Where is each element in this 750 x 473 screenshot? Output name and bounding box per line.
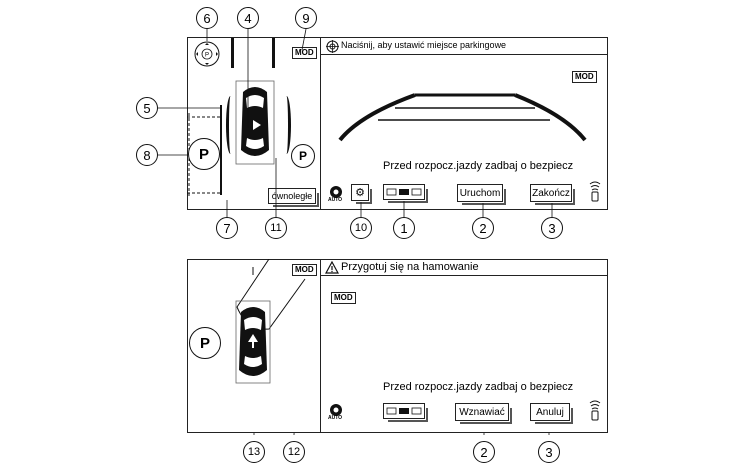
mod-indicator-right-bottom: MOD: [331, 292, 356, 304]
callout-5: 5: [136, 97, 158, 119]
gear-icon: ⚙: [355, 187, 365, 199]
mod-indicator-left-bottom: MOD: [292, 264, 317, 276]
side-sensor-arc-left: [226, 96, 235, 154]
target-icon[interactable]: [326, 40, 339, 53]
parking-spot-left[interactable]: P: [188, 138, 220, 170]
mod-indicator-left: MOD: [292, 47, 317, 59]
auto-label-bottom: AUTO: [328, 415, 343, 421]
bottom-header-bar: [320, 259, 608, 276]
parking-line-right: [272, 38, 275, 68]
instruction-text[interactable]: Naciśnij, aby ustawić miejsce parkingowe: [341, 40, 507, 50]
callout-12: 12: [283, 441, 305, 463]
sonar-icon[interactable]: [588, 180, 602, 202]
callout-11: 11: [265, 217, 287, 239]
callout-3: 3: [541, 217, 563, 239]
mod-indicator-right: MOD: [572, 71, 597, 83]
top-header-bar: [320, 37, 608, 55]
callout-7: 7: [216, 217, 238, 239]
callout-8: 8: [136, 144, 158, 166]
callout-4: 4: [237, 7, 259, 29]
cancel-button[interactable]: Anuluj: [530, 403, 573, 424]
callout-2: 2: [472, 217, 494, 239]
callout-6: 6: [196, 7, 218, 29]
car-position-icon: [386, 407, 422, 415]
rear-camera-guide-lines: [338, 93, 587, 142]
parking-line-left: [231, 38, 234, 68]
callout-10: 10: [350, 217, 372, 239]
car-position-icon: [386, 188, 422, 196]
sonar-icon-bottom[interactable]: [588, 399, 602, 421]
warning-icon: [325, 261, 339, 274]
vehicle-icon-bottom: [235, 300, 271, 384]
top-right-camera-panel: [320, 37, 608, 210]
callout-1: 1: [393, 217, 415, 239]
side-sensor-arc-right: [282, 96, 291, 154]
camera-view-button-bottom[interactable]: [383, 403, 428, 422]
safety-message: Przed rozpocz.jazdy zadbaj o bezpiecz: [383, 160, 574, 172]
auto-steering-icon-bottom[interactable]: [326, 402, 346, 422]
callout-3-bottom: 3: [538, 441, 560, 463]
auto-steering-icon[interactable]: [326, 184, 346, 204]
callout-13: 13: [243, 441, 265, 463]
park-direction-icon[interactable]: P: [194, 41, 220, 67]
parking-spot-right[interactable]: P: [291, 144, 315, 168]
parking-spot-bottom[interactable]: P: [189, 327, 221, 359]
resume-button[interactable]: Wznawiać: [455, 403, 512, 424]
callout-9: 9: [295, 7, 317, 29]
auto-label: AUTO: [328, 197, 343, 203]
brake-warning-text: Przygotuj się na hamowanie: [341, 261, 479, 273]
callout-2-bottom: 2: [473, 441, 495, 463]
safety-message-bottom: Przed rozpocz.jazdy zadbaj o bezpiecz: [383, 381, 574, 393]
svg-text:P: P: [205, 53, 209, 59]
